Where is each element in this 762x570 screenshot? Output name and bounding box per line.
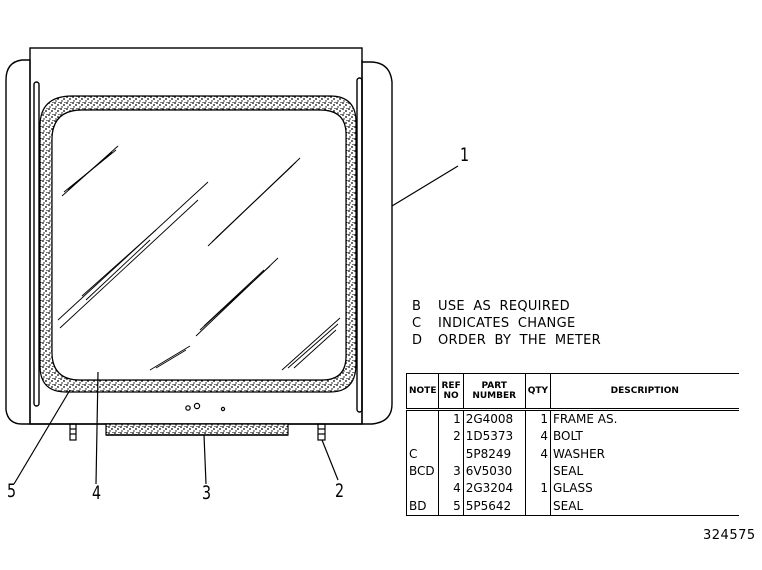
cell-ref: 5 — [438, 497, 464, 516]
note-row: C INDICATES CHANGE — [412, 315, 601, 332]
cell-part: 2G3204 — [462, 480, 526, 498]
cell-ref: 2 — [438, 428, 464, 446]
cell-part: 5P5642 — [462, 497, 526, 516]
header-ref-no: REF NO — [438, 373, 464, 411]
cell-ref: 1 — [438, 409, 464, 429]
header-description: DESCRIPTION — [550, 373, 739, 411]
note-letter: D — [412, 333, 423, 348]
header-part-number: PART NUMBER — [462, 373, 526, 411]
frame-holes — [185, 402, 226, 412]
figure-number: 324575 — [703, 528, 756, 543]
note-text: ORDER BY THE METER — [438, 333, 602, 348]
note-text: USE AS REQUIRED — [438, 299, 570, 314]
callout-2: 2 — [335, 480, 345, 502]
cell-qty — [524, 497, 552, 516]
callout-4: 4 — [92, 482, 102, 504]
cell-qty: 1 — [524, 409, 552, 429]
cell-part: 2G4008 — [462, 409, 526, 429]
table-row: BD 5 5P5642 SEAL — [405, 497, 739, 516]
mounting-bar — [105, 423, 289, 436]
callout-1: 1 — [460, 144, 470, 166]
table-row: C 5P8249 4 WASHER — [405, 445, 739, 463]
cell-note: BCD — [405, 462, 440, 481]
cell-part: 5P8249 — [462, 445, 526, 463]
cell-qty: 4 — [524, 428, 552, 446]
leader-lines — [13, 165, 459, 485]
header-note: NOTE — [405, 373, 440, 411]
note-row: D ORDER BY THE METER — [412, 332, 601, 349]
cell-description: SEAL — [550, 497, 739, 516]
cell-part: 6V5030 — [462, 462, 526, 481]
cell-note — [405, 428, 440, 446]
header-qty: QTY — [524, 373, 552, 411]
glass-reflection-lines — [57, 145, 341, 371]
table-row: 4 2G3204 1 GLASS — [405, 480, 739, 498]
cell-description: FRAME AS. — [550, 409, 739, 429]
cell-qty — [524, 462, 552, 481]
cell-note — [405, 480, 440, 498]
table-row: 2 1D5373 4 BOLT — [405, 428, 739, 446]
cell-description: BOLT — [550, 428, 739, 446]
cell-description: GLASS — [550, 480, 739, 498]
cell-qty: 1 — [524, 480, 552, 498]
cell-description: SEAL — [550, 462, 739, 481]
note-letter: C — [412, 316, 422, 331]
callout-3: 3 — [202, 482, 212, 504]
cell-description: WASHER — [550, 445, 739, 463]
bolts — [69, 423, 326, 441]
cell-note: BD — [405, 497, 440, 516]
cell-ref: 4 — [438, 480, 464, 498]
note-text: INDICATES CHANGE — [438, 316, 576, 331]
cell-qty: 4 — [524, 445, 552, 463]
glass-pane — [51, 109, 347, 381]
callout-5: 5 — [7, 480, 17, 502]
note-letter: B — [412, 299, 422, 314]
table-row: 1 2G4008 1 FRAME AS. — [405, 409, 739, 429]
cell-ref: 3 — [438, 462, 464, 481]
cell-note: C — [405, 445, 440, 463]
parts-table-header: NOTE REF NO PART NUMBER QTY DESCRIPTION — [405, 373, 739, 411]
parts-table: NOTE REF NO PART NUMBER QTY DESCRIPTION … — [405, 373, 739, 516]
table-row: BCD 3 6V5030 SEAL — [405, 462, 739, 481]
note-row: B USE AS REQUIRED — [412, 298, 601, 315]
cell-note — [405, 409, 440, 429]
notes-legend: B USE AS REQUIRED C INDICATES CHANGE D ORDE… — [412, 298, 601, 349]
cell-part: 1D5373 — [462, 428, 526, 446]
cell-ref — [438, 445, 464, 463]
